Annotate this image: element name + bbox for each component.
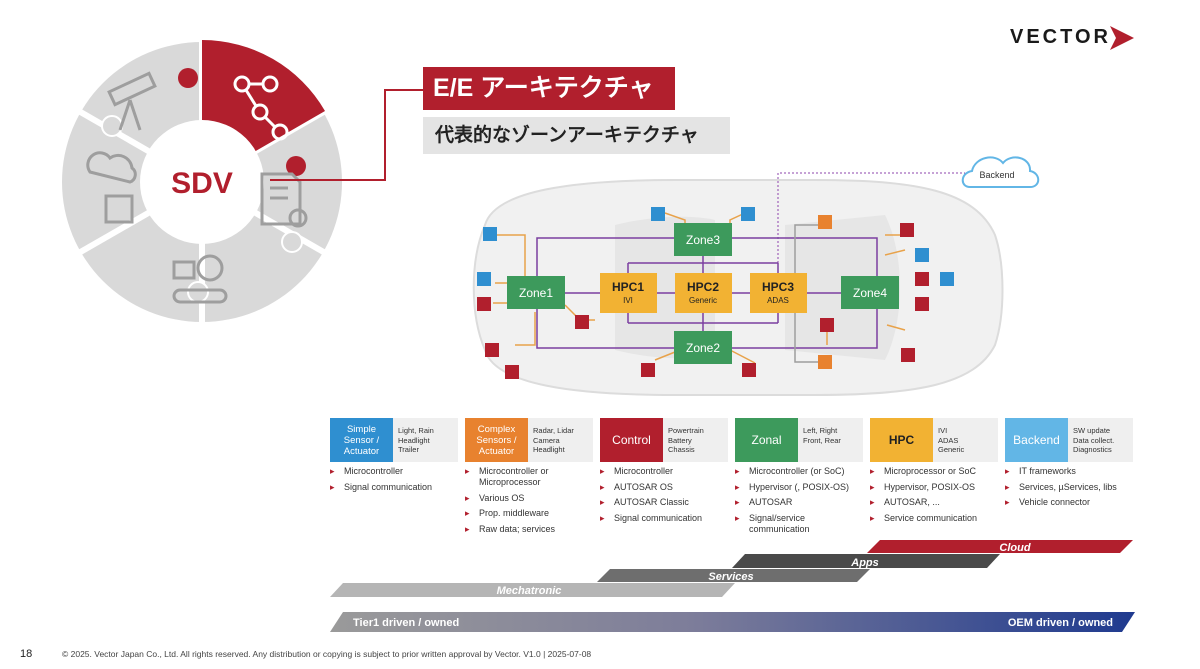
svg-text:HPC2: HPC2 (687, 280, 719, 294)
svg-text:Zone1: Zone1 (519, 286, 553, 300)
list-item: Hypervisor (, POSIX-OS) (735, 482, 865, 493)
page-title: E/E アーキテクチャ (423, 67, 675, 110)
category-bullets-hpc: Microprocessor or SoC Hypervisor, POSIX-… (870, 466, 1000, 528)
svg-text:Zone3: Zone3 (686, 233, 720, 247)
list-item: AUTOSAR OS (600, 482, 730, 493)
list-item: Microcontroller (330, 466, 460, 477)
category-bullets-zonal: Microcontroller (or SoC) Hypervisor (, P… (735, 466, 865, 539)
hpc2: HPC2 Generic (675, 273, 732, 313)
category-bullets-backend: IT frameworks Services, µServices, libs … (1005, 466, 1135, 513)
category-desc: IVI ADAS Generic (938, 426, 965, 454)
zone2: Zone2 (674, 331, 732, 364)
category-desc: Light, Rain Headlight Trailer (398, 426, 434, 454)
zone4: Zone4 (841, 276, 899, 309)
category-desc: SW update Data collect. Diagnostics (1073, 426, 1115, 454)
list-item: Hypervisor, POSIX-OS (870, 482, 1000, 493)
cloud-label: Backend (979, 170, 1014, 180)
hpc1: HPC1 IVI (600, 273, 657, 313)
category-head: HPC (870, 418, 933, 462)
band-apps: Apps (732, 554, 1000, 569)
oem-label: OEM driven / owned (1008, 617, 1113, 629)
list-item: AUTOSAR, ... (870, 497, 1000, 508)
svg-text:HPC1: HPC1 (612, 280, 644, 294)
svg-text:ADAS: ADAS (767, 296, 789, 305)
factory-gear-icon (172, 254, 228, 304)
copyright-footer: © 2025. Vector Japan Co., Ltd. All right… (62, 649, 592, 659)
tier1-label: Tier1 driven / owned (353, 617, 459, 629)
svg-text:Apps: Apps (850, 557, 879, 569)
backend-cloud-icon: Backend (961, 156, 1040, 188)
category-head: Backend (1005, 418, 1068, 462)
list-item: Microcontroller (or SoC) (735, 466, 865, 477)
network-icon (233, 75, 289, 141)
category-desc: Left, Right Front, Rear (803, 426, 841, 445)
zone3: Zone3 (674, 223, 732, 256)
list-item: Prop. middleware (465, 508, 595, 519)
list-item: Signal communication (330, 482, 460, 493)
telescope-icon (107, 71, 157, 131)
sdv-wheel: SDV (62, 37, 342, 325)
svg-text:Generic: Generic (689, 296, 717, 305)
vector-chevron-icon (1110, 26, 1134, 50)
list-item: Microprocessor or SoC (870, 466, 1000, 477)
list-item: AUTOSAR (735, 497, 865, 508)
svg-text:Mechatronic: Mechatronic (497, 585, 562, 597)
svg-text:Zone2: Zone2 (686, 341, 720, 355)
category-zonal: Zonal Left, Right Front, Rear (735, 418, 863, 462)
category-bullets-complex-sensors: Microcontroller or Microprocessor Variou… (465, 466, 595, 539)
list-item: Service communication (870, 513, 1000, 524)
list-item: Vehicle connector (1005, 497, 1135, 508)
zone-architecture-diagram: Backend Zone1 Zone3 Zone2 (472, 156, 1040, 396)
list-item: Microcontroller or Microprocessor (465, 466, 595, 488)
backend-link (777, 172, 965, 275)
band-mechatronic: Mechatronic (330, 583, 735, 597)
category-bullets-control: Microcontroller AUTOSAR OS AUTOSAR Class… (600, 466, 730, 528)
category-bullets-simple-sensor: Microcontroller Signal communication (330, 466, 460, 497)
list-item: Various OS (465, 493, 595, 504)
svg-text:IVI: IVI (623, 296, 633, 305)
code-chip-icon (86, 151, 137, 224)
page-subtitle: 代表的なゾーンアーキテクチャ (423, 117, 730, 154)
svg-text:Services: Services (708, 571, 753, 583)
list-item: AUTOSAR Classic (600, 497, 730, 508)
sdv-label: SDV (171, 167, 233, 200)
svg-text:HPC3: HPC3 (762, 280, 794, 294)
category-head: Zonal (735, 418, 798, 462)
svg-text:Cloud: Cloud (999, 542, 1030, 554)
ownership-bar: Tier1 driven / owned OEM driven / owned (330, 612, 1135, 632)
list-item: Signal/service communication (735, 513, 865, 535)
svg-text:Zone4: Zone4 (853, 286, 887, 300)
category-desc: Radar, Lidar Camera Headlight (533, 426, 574, 454)
list-item: Microcontroller (600, 466, 730, 477)
category-hpc: HPC IVI ADAS Generic (870, 418, 998, 462)
zone1: Zone1 (507, 276, 565, 309)
category-backend: Backend SW update Data collect. Diagnost… (1005, 418, 1133, 462)
category-control: Control Powertrain Battery Chassis (600, 418, 728, 462)
vector-logo: VECTOR (1010, 26, 1111, 48)
band-services: Services (597, 569, 870, 583)
band-cloud: Cloud (867, 540, 1133, 554)
connector-line (270, 89, 425, 181)
list-item: Raw data; services (465, 524, 595, 535)
list-item: IT frameworks (1005, 466, 1135, 477)
hpc3: HPC3 ADAS (750, 273, 807, 313)
page-number: 18 (20, 648, 33, 660)
wheel-segment-ee (202, 40, 325, 152)
category-head: Control (600, 418, 663, 462)
category-desc: Powertrain Battery Chassis (668, 426, 704, 454)
layer-bands: Cloud Apps Services Mechatronic Tier1 dr… (330, 540, 1135, 632)
sensor-nodes (477, 207, 954, 379)
list-item: Signal communication (600, 513, 730, 524)
list-item: Services, µServices, libs (1005, 482, 1135, 493)
document-certificate-icon (260, 172, 308, 228)
